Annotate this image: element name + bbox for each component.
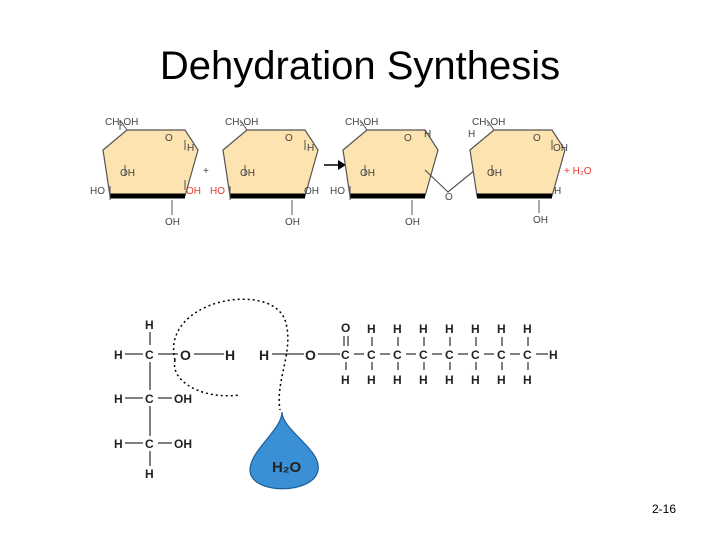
left-oh-red: OH <box>186 186 201 197</box>
slide-number: 2-16 <box>651 502 676 516</box>
carbonyl-o: O <box>341 321 350 335</box>
middle-oh-right: OH <box>304 186 319 197</box>
chain-carbon: C <box>367 348 376 362</box>
chain-carbon: C <box>445 348 454 362</box>
chain-hydrogen: H <box>367 373 376 387</box>
middle-ring-o: O <box>285 133 293 144</box>
glycerol-oh3: OH <box>174 437 192 451</box>
product1-ho: HO <box>330 186 345 197</box>
glycerol-h-bottom: H <box>145 467 154 481</box>
fatty-acid-h-end: H <box>549 348 558 362</box>
plus-sign: + <box>203 166 209 177</box>
product2-oh-right: OH <box>553 143 568 154</box>
product1-oh-bottom: OH <box>405 217 420 228</box>
left-h: H <box>187 143 194 154</box>
glycosidic-bridge: O <box>424 169 476 203</box>
left-ho: HO <box>90 186 105 197</box>
chain-hydrogen: H <box>471 322 480 336</box>
glycerol-h2: H <box>114 392 123 406</box>
product2-ch2oh: CH₂OH <box>472 117 505 128</box>
chain-carbon: C <box>419 348 428 362</box>
glycerol-molecule: H H C O H H C OH H C OH H <box>114 318 235 481</box>
chain-carbon: C <box>471 348 480 362</box>
glycerol-c1: C <box>145 348 154 362</box>
chain-hydrogen: H <box>419 322 428 336</box>
fatty-acid-h-red: H <box>259 347 269 363</box>
chain-hydrogen: H <box>445 373 454 387</box>
product1-oh-inner: OH <box>360 168 375 179</box>
glycerol-h-red: H <box>225 347 235 363</box>
glycerol-h1: H <box>114 348 123 362</box>
middle-oh-inner: OH <box>240 168 255 179</box>
chain-hydrogen: H <box>367 322 376 336</box>
chain-hydrogen: H <box>523 322 532 336</box>
product2-ring-o: O <box>533 133 541 144</box>
chain-hydrogen: H <box>497 322 506 336</box>
chain-hydrogen: H <box>393 373 402 387</box>
water-drop-icon <box>249 411 319 490</box>
glycerol-oh2: OH <box>174 392 192 406</box>
product2-oh-bottom: OH <box>533 215 548 226</box>
left-oh-inner: OH <box>120 168 135 179</box>
chain-carbon: C <box>341 348 350 362</box>
chain-carbon: C <box>497 348 506 362</box>
middle-ch2oh: CH₂OH <box>225 117 258 128</box>
product-ring-1: CH₂OH O H OH HO OH <box>330 117 439 228</box>
chain-hydrogen: H <box>393 322 402 336</box>
chain-carbon: C <box>393 348 402 362</box>
product-ring-2: CH₂OH H O OH OH H OH <box>468 117 568 226</box>
middle-ho-red: HO <box>210 186 225 197</box>
chain-hydrogen: H <box>523 373 532 387</box>
water-removal-path <box>172 298 289 411</box>
glycerol-c3: C <box>145 437 154 451</box>
middle-glucose-ring: CH₂OH O H HO OH OH OH <box>210 117 319 228</box>
chain-carbon: C <box>523 348 532 362</box>
glycerol-h3: H <box>114 437 123 451</box>
chain-hydrogen: H <box>341 373 350 387</box>
chain-hydrogen: H <box>471 373 480 387</box>
glycerol-c2: C <box>145 392 154 406</box>
water-removal-path-lower <box>173 359 241 397</box>
product2-h-top: H <box>468 129 475 140</box>
product1-ring-o: O <box>404 133 412 144</box>
slide-title: Dehydration Synthesis <box>159 44 561 88</box>
glycerol-h-top: H <box>145 318 154 332</box>
fatty-acid-o-red: O <box>305 347 316 363</box>
middle-oh-bottom: OH <box>285 217 300 228</box>
chain-hydrogen: H <box>419 373 428 387</box>
product1-h: H <box>424 129 431 140</box>
left-oh-bottom: OH <box>165 217 180 228</box>
glycerol-o-red: O <box>180 347 191 363</box>
chain-hydrogen: H <box>445 322 454 336</box>
middle-h: H <box>307 143 314 154</box>
left-ring-o: O <box>165 133 173 144</box>
left-glucose-ring: CH₂OH O H OH HO OH OH <box>90 117 201 228</box>
water-label: H₂O <box>272 459 301 476</box>
bridge-o: O <box>445 192 453 203</box>
product2-oh-inner: OH <box>487 168 502 179</box>
product2-h: H <box>554 186 561 197</box>
plus-water: + H₂O <box>564 166 592 177</box>
arrow-right-icon <box>324 160 346 170</box>
product1-ch2oh: CH₂OH <box>345 117 378 128</box>
left-ch2oh: CH₂OH <box>105 117 138 128</box>
chain-hydrogen: H <box>497 373 506 387</box>
